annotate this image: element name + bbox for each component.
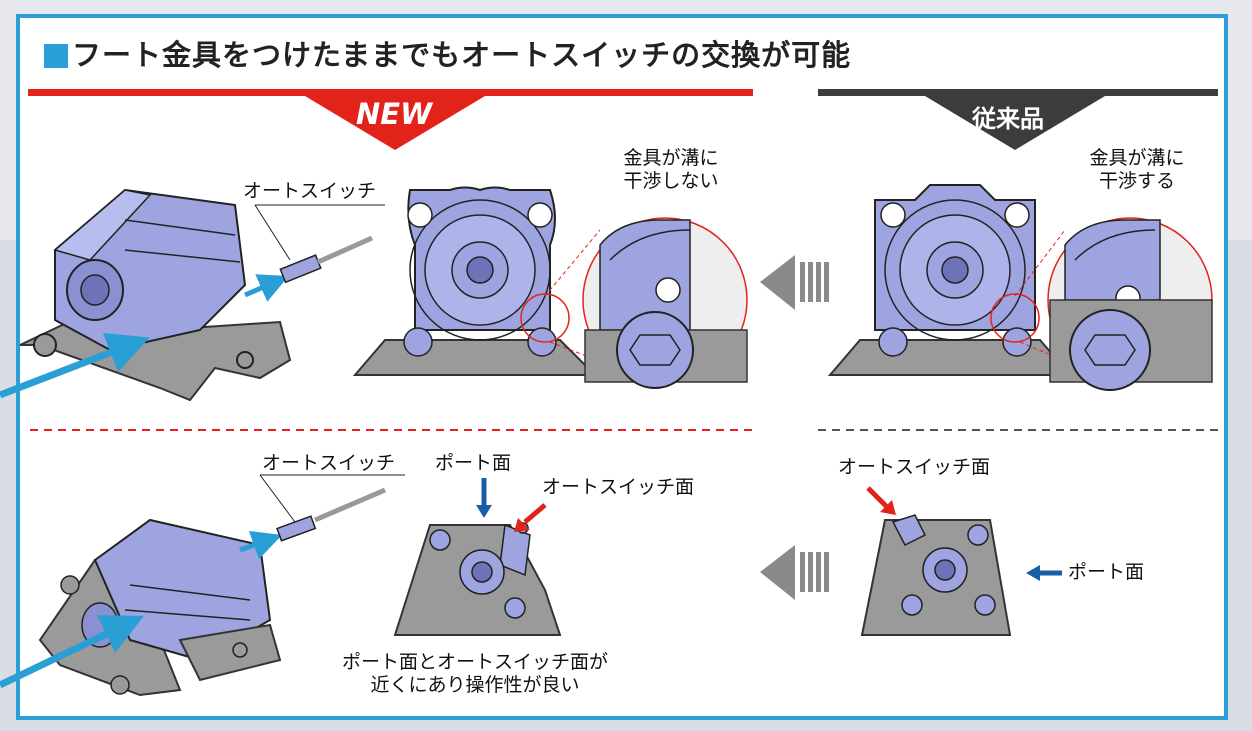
- comparison-arrow-icon-bottom: [760, 545, 829, 600]
- new-front-view-top: [352, 186, 611, 376]
- conventional-front-view-top: [827, 184, 1076, 376]
- red-pointer-arrow-icon-conventional: [866, 486, 896, 515]
- new-callout-line-2: 干渉しない: [623, 169, 719, 192]
- conventional-port-face-label: ポート面: [1068, 561, 1145, 583]
- new-cylinder-iso-top: [0, 188, 292, 402]
- new-auto-switch-top: [244, 204, 385, 302]
- new-cylinder-iso-bottom: [0, 518, 282, 697]
- blue-pointer-arrow-icon-conventional: [1026, 565, 1062, 581]
- new-switch-face-label: オートスイッチ面: [542, 476, 695, 498]
- new-callout-line-1: 金具が溝に: [623, 147, 719, 169]
- conventional-callout-top: 金具が溝に 干渉する: [1062, 147, 1212, 193]
- conventional-side-view-bottom: [860, 514, 1012, 636]
- conventional-banner-label: 従来品: [972, 105, 1044, 133]
- blue-pointer-arrow-icon: [476, 478, 492, 518]
- conventional-callout-line-1: 金具が溝に: [1089, 147, 1185, 169]
- red-pointer-arrow-icon: [514, 503, 547, 532]
- title-square-icon: [44, 44, 68, 68]
- conventional-zoom-detail: [1047, 217, 1213, 391]
- diagram-title: フート金具をつけたままでもオートスイッチの交換が可能: [44, 32, 851, 74]
- new-callout-top: 金具が溝に 干渉しない: [596, 147, 746, 193]
- new-banner: [28, 89, 753, 150]
- new-note: ポート面とオートスイッチ面が 近くにあり操作性が良い: [310, 651, 640, 697]
- new-note-line-2: 近くにあり操作性が良い: [370, 673, 580, 696]
- new-auto-switch-bottom: [239, 474, 405, 560]
- comparison-arrow-icon: [760, 255, 829, 310]
- conventional-banner: [818, 89, 1218, 150]
- new-banner-label: NEW: [356, 97, 433, 131]
- new-side-view-bottom: [393, 522, 562, 636]
- new-zoom-detail: [582, 217, 748, 389]
- new-note-line-1: ポート面とオートスイッチ面が: [341, 651, 608, 673]
- new-auto-switch-label-bottom: オートスイッチ: [262, 452, 396, 474]
- new-auto-switch-label-top: オートスイッチ: [243, 180, 377, 202]
- new-port-face-label: ポート面: [435, 452, 512, 474]
- title-text: フート金具をつけたままでもオートスイッチの交換が可能: [72, 38, 852, 72]
- conventional-switch-face-label: オートスイッチ面: [838, 456, 991, 478]
- conventional-callout-line-2: 干渉する: [1098, 169, 1175, 192]
